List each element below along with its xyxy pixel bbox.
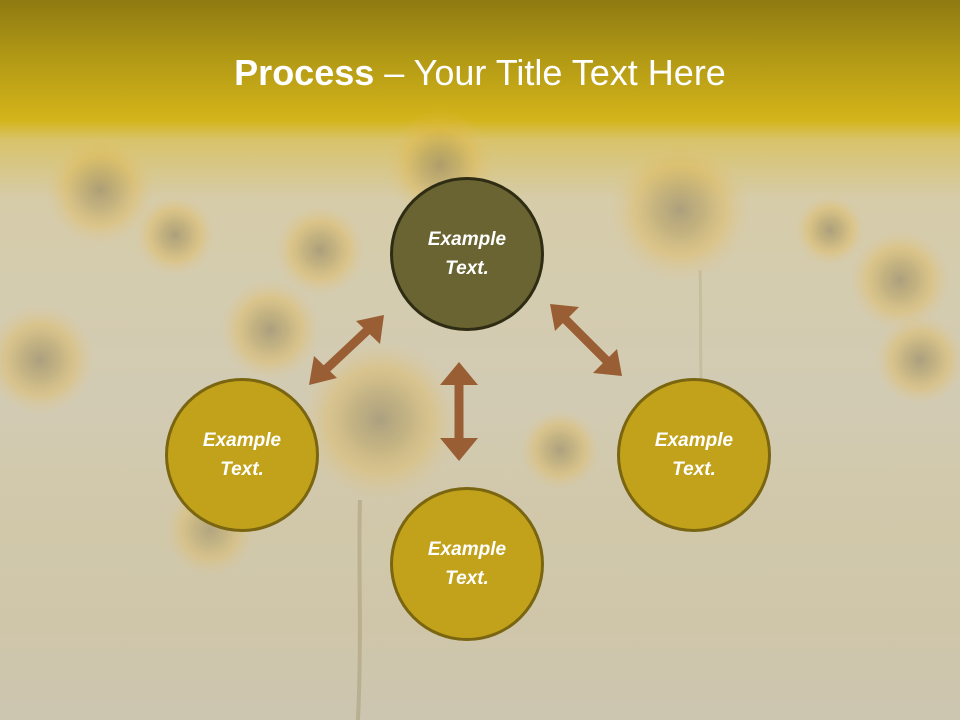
process-node-bottom: Example Text. (390, 487, 544, 641)
process-node-top: Example Text. (390, 177, 544, 331)
title-bold: Process (234, 52, 375, 93)
process-node-left: Example Text. (165, 378, 319, 532)
node-label-bottom: Example Text. (427, 539, 507, 589)
arrow-vertical (440, 362, 478, 461)
node-label-top: Example Text. (427, 229, 507, 279)
process-node-right: Example Text. (617, 378, 771, 532)
title-rest: – Your Title Text Here (374, 52, 726, 93)
node-label-right: Example Text. (654, 430, 734, 480)
node-label-left: Example Text. (202, 430, 282, 480)
arrow-top-left (309, 315, 384, 385)
arrow-top-right (550, 304, 622, 376)
slide-title: Process – Your Title Text Here (0, 52, 960, 94)
